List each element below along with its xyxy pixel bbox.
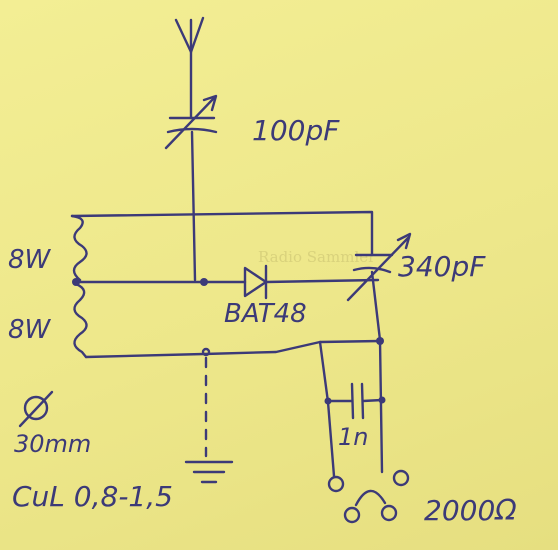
watermark: Radio Sammler [258,248,376,266]
diode-bat48-icon [243,264,380,300]
label-2000-ohm: 2000Ω [424,494,517,527]
label-1n: 1n [338,423,368,451]
ground-junction [201,347,211,357]
label-100pf: 100pF [252,114,340,147]
label-8w-top: 8W [8,245,52,275]
ground-icon [184,356,234,484]
junction-dot [200,278,208,286]
bottom-wire [84,339,382,359]
label-340pf: 340pF [398,250,486,283]
cap-left-dot [324,397,332,405]
label-bat48: BAT48 [224,299,307,329]
coil-icon [70,214,88,359]
top-wire [70,210,374,257]
variable-capacitor-100pf-icon [164,94,218,282]
diameter-icon [18,390,54,428]
label-wire-spec: CuL 0,8-1,5 [12,480,173,513]
label-30mm: 30mm [14,430,91,458]
headphone-icon [343,489,398,524]
output-terminals-icon [327,469,410,493]
bypass-capacitor-1n-icon [318,340,384,478]
label-8w-bottom: 8W [8,315,52,345]
antenna-icon [174,16,205,120]
cap-right-dot [378,396,386,404]
